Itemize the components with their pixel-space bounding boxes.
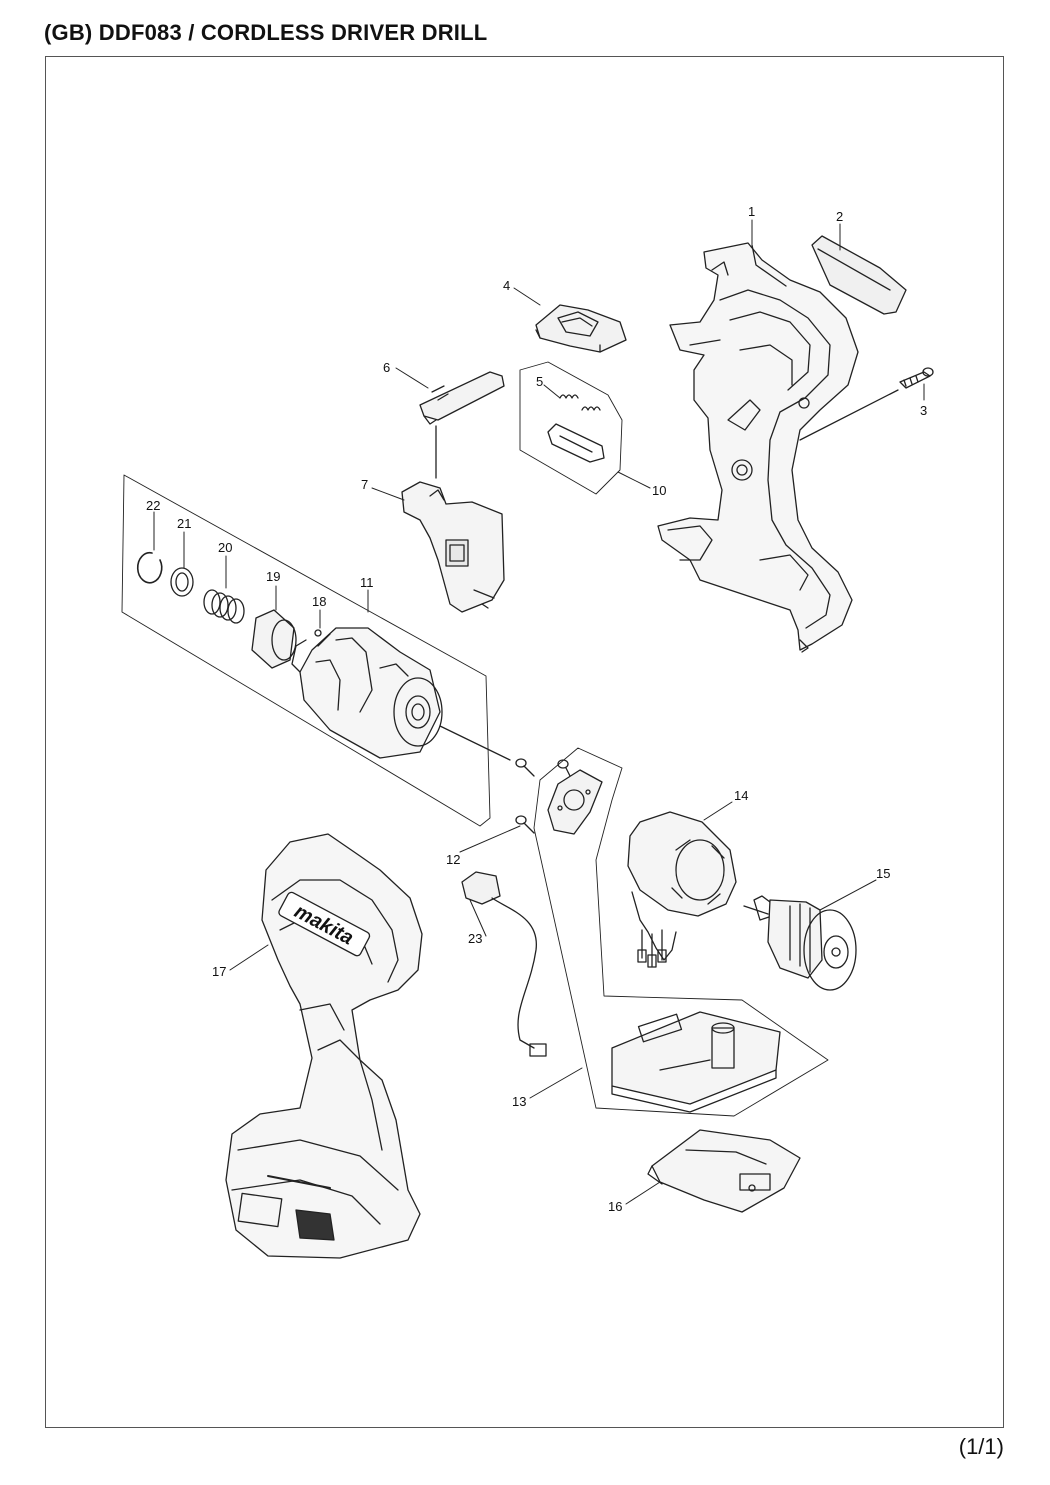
callout-13: 13 — [512, 1094, 526, 1109]
callout-16: 16 — [608, 1199, 622, 1214]
part-20-spring — [203, 589, 245, 624]
part-1-housing — [657, 242, 859, 653]
page-title: (GB) DDF083 / CORDLESS DRIVER DRILL — [44, 20, 488, 45]
part-22-ring — [136, 551, 163, 584]
callout-17: 17 — [212, 964, 226, 979]
part-11-gear-assembly — [291, 627, 511, 761]
page-indicator: (1/1) — [958, 1434, 1004, 1459]
part-2-label — [811, 235, 907, 315]
callout-5: 5 — [536, 374, 543, 389]
callout-4: 4 — [503, 278, 510, 293]
callout-7: 7 — [361, 477, 368, 492]
callout-22: 22 — [146, 498, 160, 513]
part-17-housing — [225, 833, 423, 1259]
part-13-kit-box — [533, 747, 829, 1117]
part-14-stator — [627, 811, 737, 968]
part-21-washer — [170, 567, 194, 597]
callout-19: 19 — [266, 569, 280, 584]
callout-15: 15 — [876, 866, 890, 881]
callout-21: 21 — [177, 516, 191, 531]
callout-10: 10 — [652, 483, 666, 498]
part-11-kit-box — [121, 474, 491, 827]
callout-3: 3 — [920, 403, 927, 418]
callout-labels: 1 2 3 4 5 6 7 10 11 12 13 14 15 16 17 18… — [146, 204, 927, 1214]
part-18-ball — [314, 629, 322, 637]
diagram-frame — [45, 56, 1004, 1428]
controller-board — [611, 1011, 781, 1113]
part-23-connector — [461, 871, 547, 1057]
part-10-kit-box — [519, 361, 623, 495]
part-15-rotor — [743, 895, 857, 991]
callout-1: 1 — [748, 204, 755, 219]
callout-12: 12 — [446, 852, 460, 867]
part-16-terminal — [647, 1129, 801, 1213]
callout-2: 2 — [836, 209, 843, 224]
part-7-switch — [401, 481, 505, 613]
part-19-sleeve — [251, 609, 297, 669]
callout-6: 6 — [383, 360, 390, 375]
callout-18: 18 — [312, 594, 326, 609]
part-4-lever — [535, 304, 627, 353]
callout-20: 20 — [218, 540, 232, 555]
callout-14: 14 — [734, 788, 748, 803]
part-6-bar — [419, 371, 505, 479]
part-3-screw — [799, 367, 934, 441]
part-13-plate — [547, 769, 603, 835]
leader-lines — [153, 219, 925, 1205]
callout-23: 23 — [468, 931, 482, 946]
callout-11: 11 — [360, 575, 374, 590]
